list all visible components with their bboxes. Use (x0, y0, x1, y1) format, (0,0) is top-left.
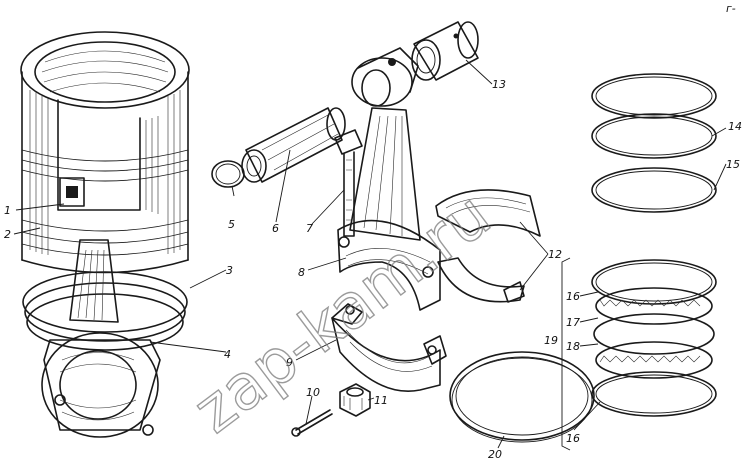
callout-2: 2 (4, 228, 11, 241)
callout-labels: 1 2 3 4 5 6 7 8 9 10 11 12 13 14 15 16 1… (4, 2, 742, 461)
castle-nut (339, 383, 371, 417)
connecting-rod (337, 47, 441, 311)
leader-lines (13, 59, 727, 449)
callout-1: 1 (4, 204, 11, 217)
callout-4: 4 (224, 348, 231, 361)
callout-16-upper: 16 (566, 290, 580, 303)
callout-15: 15 (726, 158, 740, 171)
callout-10: 10 (306, 386, 320, 399)
callout-12: 12 (548, 248, 562, 261)
piston-pin (241, 107, 346, 183)
snap-ring (211, 160, 245, 188)
callout-20: 20 (488, 448, 502, 461)
callout-14: 14 (728, 120, 742, 133)
compression-rings (591, 73, 717, 213)
callout-18: 18 (566, 340, 580, 353)
callout-19: 19 (544, 334, 558, 347)
callout-16-lower: 16 (566, 432, 580, 445)
corner-mark: г- (726, 2, 736, 15)
con-rod-cap (331, 303, 447, 392)
expander-ring (449, 351, 595, 443)
callout-8: 8 (298, 266, 305, 279)
group-bracket (561, 257, 571, 451)
callout-6: 6 (272, 222, 279, 235)
bearing-shells (435, 189, 541, 303)
con-rod-bolt (334, 129, 363, 237)
callout-13: 13 (492, 78, 506, 91)
small-end-bushing (411, 21, 479, 81)
callout-3: 3 (226, 264, 233, 277)
piston-assembly (20, 31, 190, 438)
callout-7: 7 (306, 222, 313, 235)
callout-9: 9 (286, 356, 293, 369)
callout-5: 5 (228, 218, 235, 231)
oil-ring-set (591, 259, 717, 417)
cotter-pin (291, 409, 333, 437)
callout-11: 11 (374, 394, 388, 407)
callout-17: 17 (566, 316, 580, 329)
